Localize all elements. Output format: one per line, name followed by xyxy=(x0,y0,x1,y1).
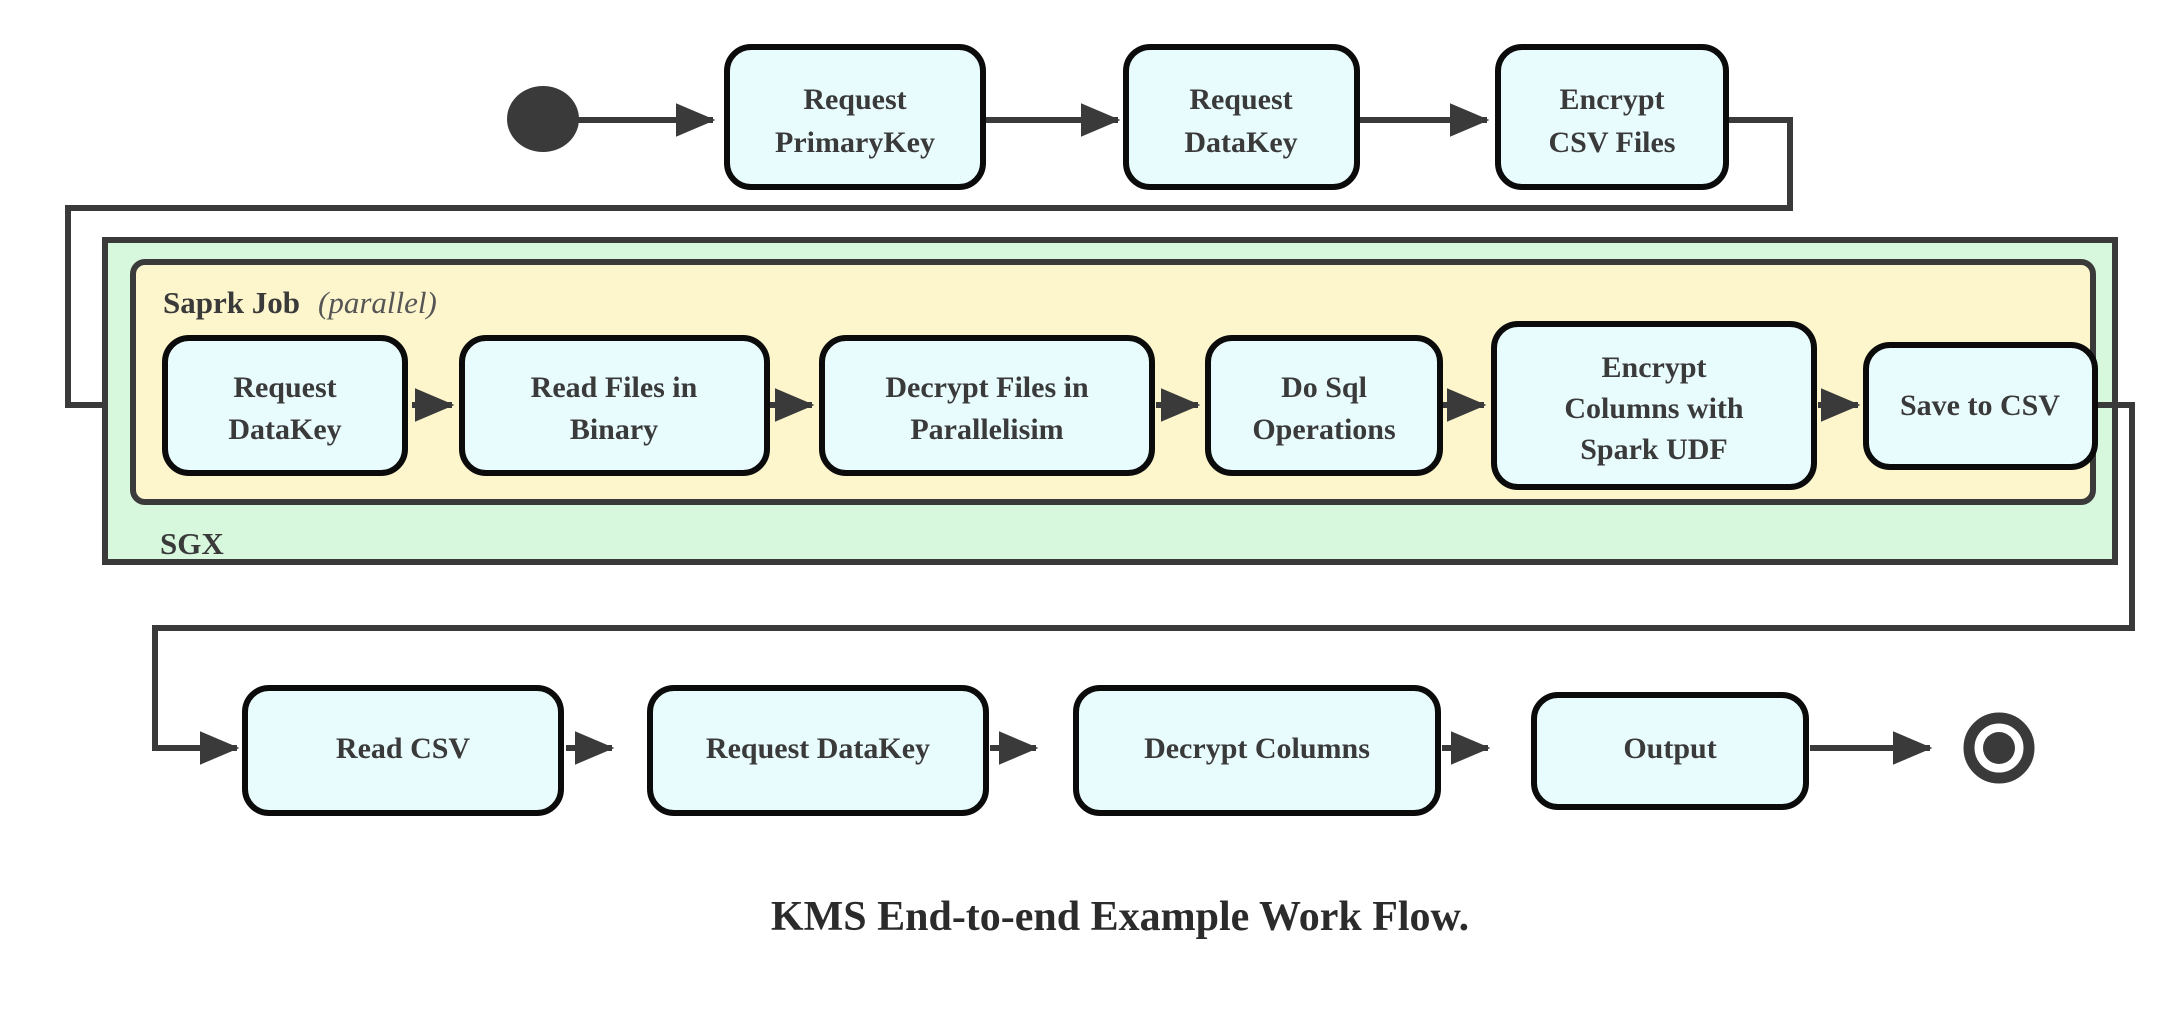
node-encrypt-columns-line3: Spark UDF xyxy=(1580,433,1728,466)
sgx-label: SGX xyxy=(160,526,224,561)
node-request-primarykey[interactable]: Request PrimaryKey xyxy=(724,44,986,190)
node-read-files-in-binary-line1: Read Files in xyxy=(531,371,698,404)
node-request-datakey-spark-line2: DataKey xyxy=(228,413,341,446)
node-request-primarykey-line1: Request xyxy=(803,83,906,116)
spark-job-label: Saprk Job xyxy=(163,285,300,320)
node-request-datakey-spark[interactable]: Request DataKey xyxy=(162,335,408,476)
node-request-datakey-bottom[interactable]: Request DataKey xyxy=(647,685,989,816)
node-read-files-in-binary-line2: Binary xyxy=(570,413,658,446)
node-read-csv[interactable]: Read CSV xyxy=(242,685,564,816)
node-encrypt-csv-files-line2: CSV Files xyxy=(1549,126,1676,159)
node-do-sql-operations[interactable]: Do Sql Operations xyxy=(1205,335,1443,476)
connector-encrypt-csv-to-spark-request-datakey xyxy=(65,117,1793,422)
spark-job-annotation-close: ) xyxy=(424,285,436,320)
node-save-to-csv-line1: Save to CSV xyxy=(1900,389,2060,422)
end-node xyxy=(1963,712,2035,784)
node-decrypt-columns[interactable]: Decrypt Columns xyxy=(1073,685,1441,816)
node-encrypt-columns-line1: Encrypt xyxy=(1602,351,1707,384)
figure-caption: KMS End-to-end Example Work Flow. xyxy=(771,894,1469,940)
node-request-primarykey-line2: PrimaryKey xyxy=(775,126,935,159)
node-request-datakey-bottom-line1: Request DataKey xyxy=(706,732,930,765)
node-decrypt-files-line2: Parallelisim xyxy=(910,413,1063,446)
start-node xyxy=(507,86,579,152)
spark-job-title-group: Saprk Job (parallel) xyxy=(163,285,437,320)
spark-job-annotation-open: ( xyxy=(318,285,330,320)
node-request-datakey-top-line1: Request xyxy=(1189,83,1292,116)
connector-save-to-csv-to-read-csv xyxy=(152,402,2135,765)
node-output[interactable]: Output xyxy=(1531,692,1809,810)
node-encrypt-columns-with-spark-udf[interactable]: Encrypt Columns with Spark UDF xyxy=(1491,321,1817,490)
node-encrypt-csv-files-line1: Encrypt xyxy=(1560,83,1665,116)
node-request-datakey-spark-line1: Request xyxy=(233,371,336,404)
node-request-datakey-top[interactable]: Request DataKey xyxy=(1123,44,1360,190)
node-output-line1: Output xyxy=(1623,732,1716,765)
node-decrypt-files-in-parallelisim[interactable]: Decrypt Files in Parallelisim xyxy=(819,335,1155,476)
node-save-to-csv[interactable]: Save to CSV xyxy=(1863,342,2098,470)
node-encrypt-csv-files[interactable]: Encrypt CSV Files xyxy=(1495,44,1729,190)
node-decrypt-columns-line1: Decrypt Columns xyxy=(1144,732,1370,765)
node-do-sql-operations-line1: Do Sql xyxy=(1281,371,1367,404)
node-encrypt-columns-line2: Columns with xyxy=(1564,392,1744,425)
node-do-sql-operations-line2: Operations xyxy=(1252,413,1395,446)
node-request-datakey-top-line2: DataKey xyxy=(1184,126,1297,159)
node-read-files-in-binary[interactable]: Read Files in Binary xyxy=(459,335,770,476)
node-decrypt-files-line1: Decrypt Files in xyxy=(885,371,1089,404)
node-read-csv-line1: Read CSV xyxy=(336,732,471,765)
spark-job-annotation-word: parallel xyxy=(326,285,426,320)
